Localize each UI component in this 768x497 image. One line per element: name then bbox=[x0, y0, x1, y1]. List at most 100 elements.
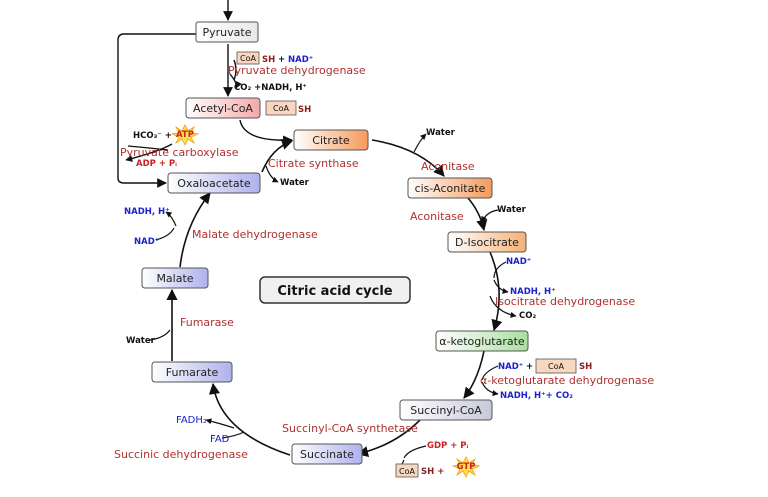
enzyme-succinic-dehydrogenase: Succinic dehydrogenase bbox=[114, 448, 248, 461]
succinate-label: Succinate bbox=[300, 448, 354, 461]
coa-sh-branch bbox=[233, 59, 237, 81]
nad-akg: NAD⁺ bbox=[498, 362, 523, 372]
citrate-label: Citrate bbox=[312, 134, 350, 147]
plus-1: + bbox=[278, 55, 285, 65]
node-succinate: Succinate bbox=[291, 443, 363, 465]
coa-label-3: CoA bbox=[548, 362, 564, 371]
nad-in-isocitrate bbox=[493, 261, 507, 279]
co2-nadh-pdh: CO₂ +NADH, H⁺ bbox=[234, 83, 307, 93]
cycle-title: Citric acid cycle bbox=[277, 284, 392, 299]
enzyme-citrate-synthase: Citrate synthase bbox=[268, 157, 359, 170]
coa-label-4: CoA bbox=[399, 467, 415, 476]
fadh2-label: FADH₂ bbox=[176, 415, 207, 426]
gtp-label: GTP bbox=[457, 462, 476, 472]
cycle-title-box: Citric acid cycle bbox=[259, 276, 411, 304]
arrow-citrate-to-cisaconitate bbox=[371, 139, 445, 177]
co2-isocitrate: CO₂ bbox=[519, 311, 536, 321]
node-malate: Malate bbox=[141, 267, 209, 289]
nadh-out-akg bbox=[481, 381, 499, 397]
enzyme-malate-dehydrogenase: Malate dehydrogenase bbox=[192, 228, 318, 241]
succinyl-coa-label: Succinyl-CoA bbox=[410, 404, 482, 417]
sh-plus-succinyl: SH + bbox=[421, 467, 444, 477]
plus-akg: + bbox=[526, 362, 533, 372]
water-aconitase-out: Water bbox=[426, 128, 456, 138]
nad-in-akg bbox=[481, 365, 499, 381]
enzyme-aconitase-1: Aconitase bbox=[421, 160, 475, 173]
sh-1: SH bbox=[262, 55, 275, 65]
aconitase-water-in bbox=[481, 209, 499, 223]
malate-dh-nadh-out bbox=[165, 211, 177, 227]
enzyme-aconitase-2: Aconitase bbox=[410, 210, 464, 223]
node-d-isocitrate: D-Isocitrate bbox=[447, 231, 527, 253]
nadh-out-isocitrate bbox=[493, 279, 509, 294]
acetyl-coa-label: Acetyl-CoA bbox=[193, 102, 253, 115]
alpha-ketoglutarate-label: α-ketoglutarate bbox=[439, 335, 525, 348]
fad-in-arrow bbox=[221, 431, 245, 439]
coa-label-2: CoA bbox=[273, 104, 289, 113]
arrow-akg-to-succinylcoa bbox=[463, 350, 485, 399]
arrow-succinylcoa-to-succinate bbox=[356, 419, 421, 458]
node-oxaloacetate: Oxaloacetate bbox=[167, 172, 261, 194]
cis-aconitate-label: cis-Aconitate bbox=[415, 182, 486, 195]
nad-malate: NAD⁺ bbox=[134, 237, 159, 247]
node-acetyl-coa: Acetyl-CoA bbox=[185, 97, 261, 119]
coa-box-akg: CoA bbox=[535, 358, 577, 374]
arrow-acetylcoa-to-citrate bbox=[239, 119, 293, 146]
fadh2-out-arrow bbox=[205, 418, 235, 429]
gdp-pi-label: GDP + Pᵢ bbox=[427, 441, 469, 451]
enzyme-pyruvate-dehydrogenase: Pyruvate dehydrogenase bbox=[228, 64, 366, 77]
co2-out-isocitrate bbox=[489, 295, 517, 318]
gdp-in-succinyl bbox=[403, 445, 427, 459]
water-citrate-synthase: Water bbox=[280, 178, 310, 188]
enzyme-pyruvate-carboxylase: Pyruvate carboxylase bbox=[120, 146, 239, 159]
fumarase-water-in bbox=[149, 329, 171, 341]
atp-star: ATP bbox=[170, 124, 200, 146]
sh-2: SH bbox=[298, 105, 311, 115]
enzyme-succinyl-coa-synthetase: Succinyl-CoA synthetase bbox=[282, 422, 418, 435]
cycle-arrows bbox=[166, 139, 503, 458]
gtp-star: GTP bbox=[451, 456, 481, 478]
carboxylase-side-arrow bbox=[125, 143, 173, 162]
citrate-synthase-water-arrow bbox=[265, 165, 279, 183]
pyruvate-carboxylase-adp-out bbox=[127, 145, 169, 151]
aconitase-water-out bbox=[413, 133, 427, 153]
arrow-succinate-to-fumarate bbox=[208, 382, 291, 456]
coa-box-succinyl: CoA bbox=[395, 463, 419, 478]
node-citrate: Citrate bbox=[293, 129, 369, 151]
nadh-malate: NADH, H⁺ bbox=[124, 207, 170, 217]
node-pyruvate: Pyruvate bbox=[195, 21, 259, 43]
node-alpha-ketoglutarate: α-ketoglutarate bbox=[435, 330, 529, 352]
node-cis-aconitate: cis-Aconitate bbox=[407, 177, 493, 199]
dehydrogenase-out-branch bbox=[229, 73, 242, 89]
oxaloacetate-label: Oxaloacetate bbox=[177, 177, 251, 190]
arrow-isocitrate-to-akg bbox=[489, 251, 503, 332]
enzyme-fumarase: Fumarase bbox=[180, 316, 234, 329]
malate-label: Malate bbox=[156, 272, 193, 285]
arrow-pyruvate-to-oxaloacetate bbox=[117, 33, 196, 188]
fumarate-label: Fumarate bbox=[166, 366, 219, 379]
coa-label-1: CoA bbox=[240, 54, 256, 63]
adp-pi-label: ADP + Pᵢ bbox=[136, 159, 177, 169]
arrow-malate-to-oxaloacetate bbox=[179, 192, 211, 268]
fad-label: FAD bbox=[210, 434, 230, 445]
coa-box-pyruvate: CoA bbox=[236, 51, 260, 65]
malate-dh-nad-in bbox=[155, 227, 175, 241]
sh-akg: SH bbox=[579, 362, 592, 372]
enzyme-isocitrate-dehydrogenase: Isocitrate dehydrogenase bbox=[495, 295, 635, 308]
node-fumarate: Fumarate bbox=[151, 361, 233, 383]
pyruvate-branch-lines bbox=[117, 0, 293, 188]
enzyme-akg-dehydrogenase: α-ketoglutarate dehydrogenase bbox=[480, 374, 654, 387]
d-isocitrate-label: D-Isocitrate bbox=[455, 236, 519, 249]
water-aconitase-in: Water bbox=[497, 205, 527, 215]
arrow-cisaconitate-to-isocitrate bbox=[467, 197, 488, 232]
node-succinyl-coa: Succinyl-CoA bbox=[399, 399, 493, 421]
nadh-co2-akg: NADH, H⁺+ CO₂ bbox=[500, 391, 573, 401]
nad-pdh: NAD⁺ bbox=[288, 55, 313, 65]
hco3-label: HCO₃⁻ + bbox=[133, 131, 172, 141]
coa-box-acetyl: CoA bbox=[265, 100, 297, 116]
water-fumarase: Water bbox=[126, 336, 156, 346]
nadh-isocitrate: NADH, H⁺ bbox=[510, 287, 556, 297]
pyruvate-label: Pyruvate bbox=[203, 26, 252, 39]
nad-isocitrate: NAD⁺ bbox=[506, 257, 531, 267]
